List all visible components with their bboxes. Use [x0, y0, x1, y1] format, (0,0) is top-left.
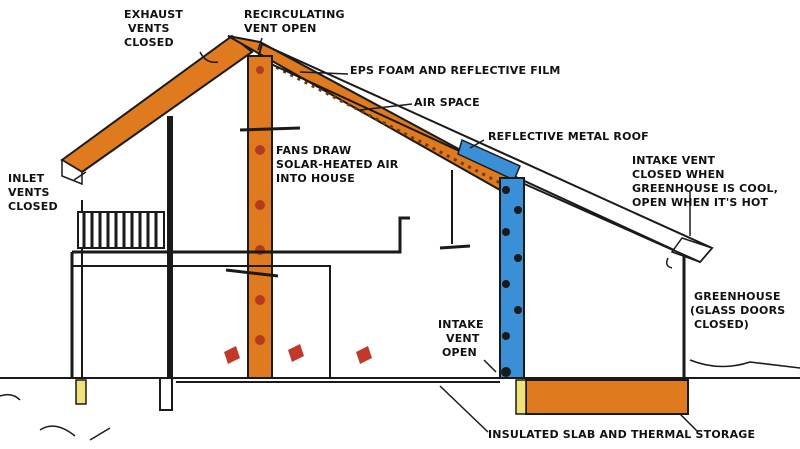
- fans-label: FANS DRAW SOLAR-HEATED AIR INTO HOUSE: [276, 144, 403, 185]
- balcony-railing: [77, 211, 165, 249]
- thermal-storage-slab: [525, 379, 689, 415]
- inlet-vents-label: INLET VENTS CLOSED: [8, 172, 58, 213]
- exhaust-vents-label: EXHAUST VENTS CLOSED: [124, 8, 187, 49]
- reflective-roof-label: REFLECTIVE METAL ROOF: [488, 130, 649, 143]
- air-space: [261, 58, 511, 190]
- heat-flow-arrows: [224, 344, 372, 364]
- recirculating-vent-label: RECIRCULATING VENT OPEN: [244, 8, 349, 35]
- label-pointers: [73, 37, 699, 433]
- ground-line: [0, 359, 800, 441]
- intake-vent-closed-label: INTAKE VENT CLOSED WHEN GREENHOUSE IS CO…: [632, 154, 782, 209]
- recirculating-duct: [247, 55, 273, 379]
- greenhouse: [523, 210, 686, 378]
- slab-label: INSULATED SLAB AND THERMAL STORAGE: [488, 428, 755, 441]
- air-space-label: AIR SPACE: [414, 96, 480, 109]
- house-structure: [70, 116, 471, 411]
- eps-foam-label: EPS FOAM AND REFLECTIVE FILM: [350, 64, 561, 77]
- greenhouse-label: GREENHOUSE (GLASS DOORS CLOSED): [690, 290, 789, 331]
- intake-vent-open-label: INTAKE VENT OPEN: [438, 318, 488, 359]
- left-roof: [60, 34, 254, 174]
